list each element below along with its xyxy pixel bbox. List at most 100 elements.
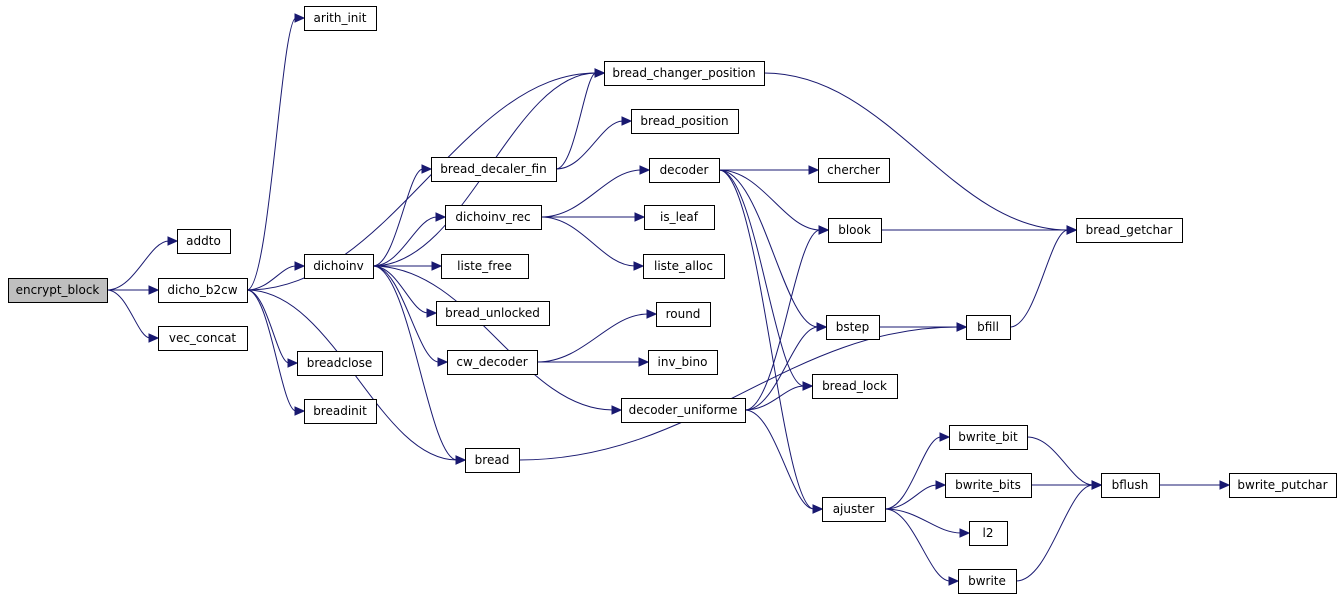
node-label: is_leaf bbox=[660, 210, 699, 224]
node-bread-unlocked[interactable]: bread_unlocked bbox=[436, 301, 550, 326]
node-label: liste_alloc bbox=[654, 259, 713, 273]
node-label: bstep bbox=[836, 320, 870, 334]
arrowhead-decoder_uniforme-to-ajuster bbox=[812, 504, 824, 514]
node-label: bwrite_bit bbox=[958, 430, 1018, 444]
node-box bbox=[949, 425, 1028, 450]
arrowhead-cw_decoder-to-inv_bino bbox=[638, 357, 650, 367]
edge-ajuster-to-bwrite_bit bbox=[884, 436, 942, 510]
arrowhead-dichoinv_rec-to-is_leaf bbox=[634, 212, 646, 222]
node-cw-decoder[interactable]: cw_decoder bbox=[447, 350, 538, 375]
node-label: chercher bbox=[827, 163, 880, 177]
node-label: bread bbox=[475, 453, 510, 467]
node-bread-position[interactable]: bread_position bbox=[631, 109, 739, 134]
node-box bbox=[1101, 473, 1160, 498]
node-breadclose[interactable]: breadclose bbox=[297, 351, 383, 376]
node-addto[interactable]: addto bbox=[177, 229, 231, 254]
node-box bbox=[644, 205, 715, 230]
arrowhead-bflush-to-bwrite_putchar bbox=[1219, 480, 1231, 490]
node-bread[interactable]: bread bbox=[465, 448, 520, 473]
arrowhead-encrypt_block-to-vec_concat bbox=[148, 333, 160, 343]
node-encrypt-block[interactable]: encrypt_block bbox=[8, 278, 108, 303]
arrowhead-dichoinv-to-bread_unlocked bbox=[426, 308, 438, 318]
edge-dichoinv-to-cw_decoder bbox=[372, 265, 440, 363]
edge-dichoinv_rec-to-decoder bbox=[540, 169, 642, 218]
arrowhead-dichoinv-to-bread_decaler_fin bbox=[421, 164, 433, 174]
node-bwrite-bit[interactable]: bwrite_bit bbox=[949, 425, 1028, 450]
node-label: dichoinv_rec bbox=[455, 210, 530, 224]
node-label: inv_bino bbox=[658, 355, 708, 369]
node-decoder-uniforme[interactable]: decoder_uniforme bbox=[621, 398, 746, 423]
edge-bwrite_bit-to-bflush bbox=[1026, 436, 1094, 486]
node-label: l2 bbox=[983, 526, 994, 540]
node-bwrite-bits[interactable]: bwrite_bits bbox=[945, 473, 1032, 498]
arrowhead-ajuster-to-bwrite_bit bbox=[939, 432, 951, 442]
arrowhead-dichoinv_rec-to-decoder bbox=[639, 165, 651, 175]
nodes-layer: encrypt_block addto dicho_b2cw vec_concat ar… bbox=[8, 6, 1337, 594]
edge-decoder-to-ajuster bbox=[718, 169, 815, 510]
node-box bbox=[631, 109, 739, 134]
node-bwrite-putchar[interactable]: bwrite_putchar bbox=[1229, 473, 1337, 498]
node-bfill[interactable]: bfill bbox=[966, 315, 1011, 340]
node-label: arith_init bbox=[314, 11, 367, 25]
edge-dichoinv-to-bread_unlocked bbox=[372, 265, 429, 314]
node-ajuster[interactable]: ajuster bbox=[822, 497, 886, 522]
node-liste-alloc[interactable]: liste_alloc bbox=[643, 254, 725, 279]
arrowhead-ajuster-to-bwrite bbox=[948, 576, 960, 586]
node-arith-init[interactable]: arith_init bbox=[304, 6, 377, 31]
node-bflush[interactable]: bflush bbox=[1101, 473, 1160, 498]
node-bread-changer-position[interactable]: bread_changer_position bbox=[604, 61, 765, 86]
node-chercher[interactable]: chercher bbox=[818, 158, 890, 183]
node-box bbox=[945, 473, 1032, 498]
node-inv-bino[interactable]: inv_bino bbox=[648, 350, 718, 375]
node-dichoinv[interactable]: dichoinv bbox=[304, 254, 374, 279]
node-bwrite[interactable]: bwrite bbox=[958, 569, 1017, 594]
arrowhead-bfill-to-bread_getchar bbox=[1066, 225, 1078, 235]
node-is-leaf[interactable]: is_leaf bbox=[644, 205, 715, 230]
node-label: bflush bbox=[1112, 478, 1149, 492]
node-bread-getchar[interactable]: bread_getchar bbox=[1076, 218, 1183, 243]
node-label: ajuster bbox=[833, 502, 875, 516]
edge-decoder-to-bstep bbox=[718, 169, 819, 328]
arrowhead-bread_decaler_fin-to-bread_position bbox=[621, 116, 633, 126]
node-blook[interactable]: blook bbox=[828, 218, 882, 243]
node-label: round bbox=[666, 307, 701, 321]
node-box bbox=[621, 398, 746, 423]
arrowhead-bwrite-to-bflush bbox=[1091, 480, 1103, 490]
node-label: breadinit bbox=[313, 404, 367, 418]
node-box bbox=[465, 448, 520, 473]
node-bread-lock[interactable]: bread_lock bbox=[812, 374, 898, 399]
edge-bread_changer_position-to-bread_getchar bbox=[763, 72, 1069, 231]
node-round[interactable]: round bbox=[656, 302, 711, 327]
edge-ajuster-to-bwrite_bits bbox=[884, 484, 938, 510]
node-l2[interactable]: l2 bbox=[969, 521, 1008, 546]
edges-layer bbox=[106, 13, 1231, 586]
node-box bbox=[158, 326, 248, 351]
node-label: bread_lock bbox=[822, 379, 887, 393]
node-bstep[interactable]: bstep bbox=[826, 315, 880, 340]
node-box bbox=[436, 301, 550, 326]
node-bread-decaler-fin[interactable]: bread_decaler_fin bbox=[431, 157, 557, 182]
node-label: breadclose bbox=[307, 356, 373, 370]
node-label: bwrite bbox=[968, 574, 1006, 588]
node-dichoinv-rec[interactable]: dichoinv_rec bbox=[445, 205, 542, 230]
node-box bbox=[643, 254, 725, 279]
edge-ajuster-to-l2 bbox=[884, 508, 962, 534]
arrowhead-bstep-to-bfill bbox=[956, 322, 968, 332]
edge-bwrite-to-bflush bbox=[1015, 484, 1094, 582]
arrowhead-decoder_uniforme-to-bstep bbox=[816, 322, 828, 332]
node-decoder[interactable]: decoder bbox=[649, 158, 720, 183]
arrowhead-dichoinv-to-liste_free bbox=[431, 261, 443, 271]
node-liste-free[interactable]: liste_free bbox=[441, 254, 529, 279]
node-box bbox=[1229, 473, 1337, 498]
node-label: decoder bbox=[660, 163, 709, 177]
node-label: bwrite_putchar bbox=[1237, 478, 1327, 492]
edge-dicho_b2cw-to-arith_init bbox=[246, 17, 297, 291]
arrowhead-dichoinv-to-dichoinv_rec bbox=[435, 212, 447, 222]
node-vec-concat[interactable]: vec_concat bbox=[158, 326, 248, 351]
node-box bbox=[812, 374, 898, 399]
node-dicho-b2cw[interactable]: dicho_b2cw bbox=[158, 278, 248, 303]
node-breadinit[interactable]: breadinit bbox=[304, 399, 377, 424]
edge-dicho_b2cw-to-bread_changer_position bbox=[246, 72, 597, 291]
edge-decoder-to-bread_lock bbox=[718, 169, 805, 387]
node-box bbox=[447, 350, 538, 375]
